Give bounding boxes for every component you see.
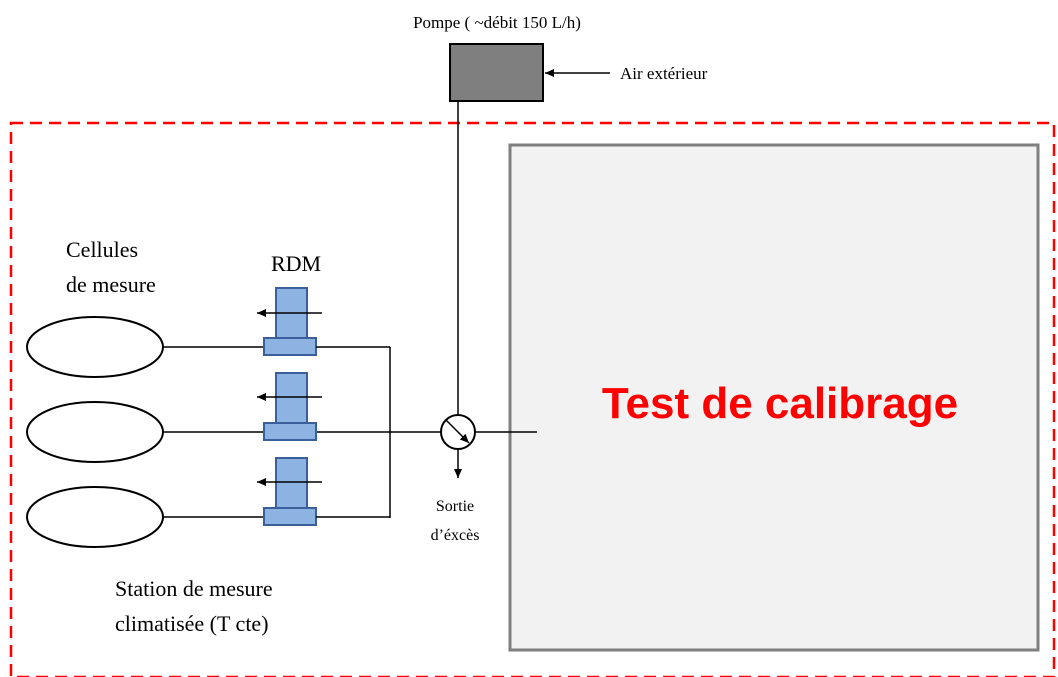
rdm-base [263, 337, 317, 356]
pump-label: Pompe ( ~débit 150 L/h) [413, 13, 581, 32]
measurement-cell [26, 486, 164, 548]
station-boundary [9, 121, 1056, 677]
pump-box [449, 43, 544, 102]
calibration-chamber [508, 143, 1040, 652]
air-inlet-label: Air extérieur [620, 64, 708, 83]
rdm-body [275, 372, 308, 424]
rdm-base [263, 507, 317, 526]
measurement-cell [26, 316, 164, 378]
excess-outlet-label-line1: Sortie [436, 498, 474, 515]
chamber-label: Test de calibrage [602, 379, 958, 428]
measurement-cell [26, 401, 164, 463]
rdm-base [263, 422, 317, 441]
cells-label-line1: Cellules [66, 237, 138, 262]
rdm-label: RDM [271, 251, 321, 276]
rdm-body [275, 457, 308, 509]
station-label-line1: Station de mesure [115, 576, 273, 601]
valve-inner-arrow [445, 419, 470, 444]
station-label-line2: climatisée (T cte) [115, 611, 269, 636]
excess-outlet-label-line2: d’éxcès [431, 527, 480, 544]
cells-label-line2: de mesure [66, 272, 156, 297]
